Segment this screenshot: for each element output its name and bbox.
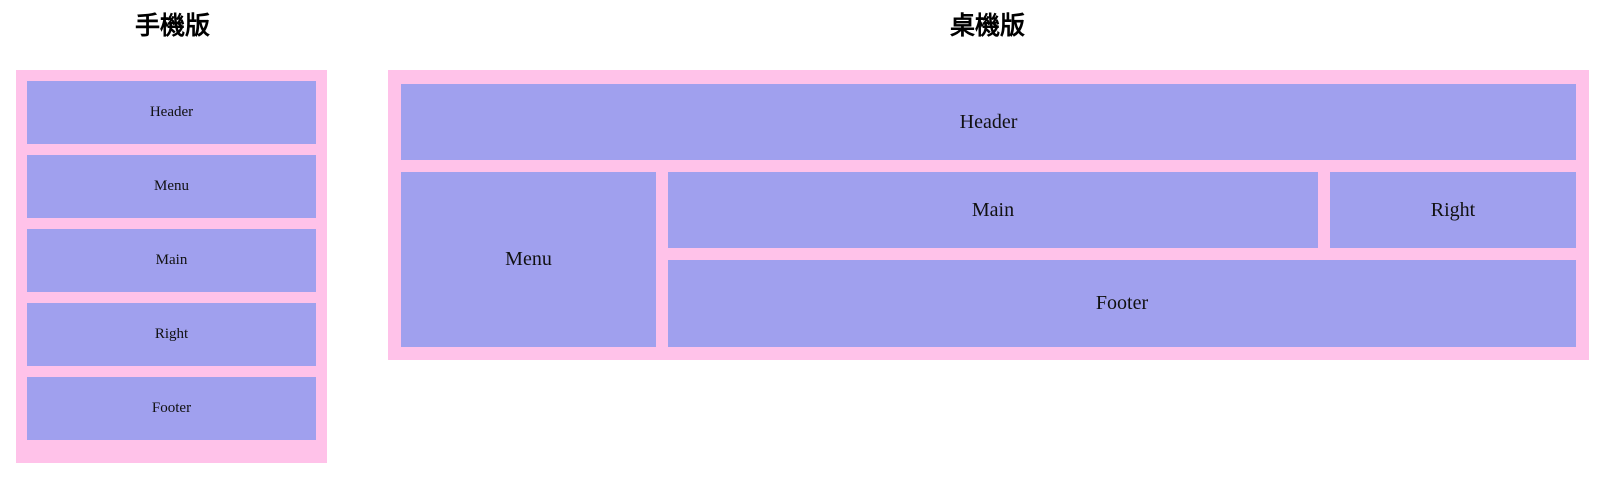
desktop-layout-wireframe: Header Menu Main Right Footer [388,70,1589,360]
desktop-layout-title: 桌機版 [949,11,1025,40]
desktop-region-header: Header [401,84,1576,160]
mobile-region-header: Header [27,81,316,144]
mobile-region-main: Main [27,229,316,292]
mobile-region-menu: Menu [27,155,316,218]
mobile-layout-title: 手機版 [134,11,210,40]
desktop-region-footer: Footer [668,260,1576,347]
mobile-layout-wireframe: Header Menu Main Right Footer [16,70,327,463]
mobile-region-footer: Footer [27,377,316,440]
desktop-region-main: Main [668,172,1318,248]
mobile-region-right: Right [27,303,316,366]
desktop-region-menu: Menu [401,172,656,347]
desktop-region-right: Right [1330,172,1576,248]
